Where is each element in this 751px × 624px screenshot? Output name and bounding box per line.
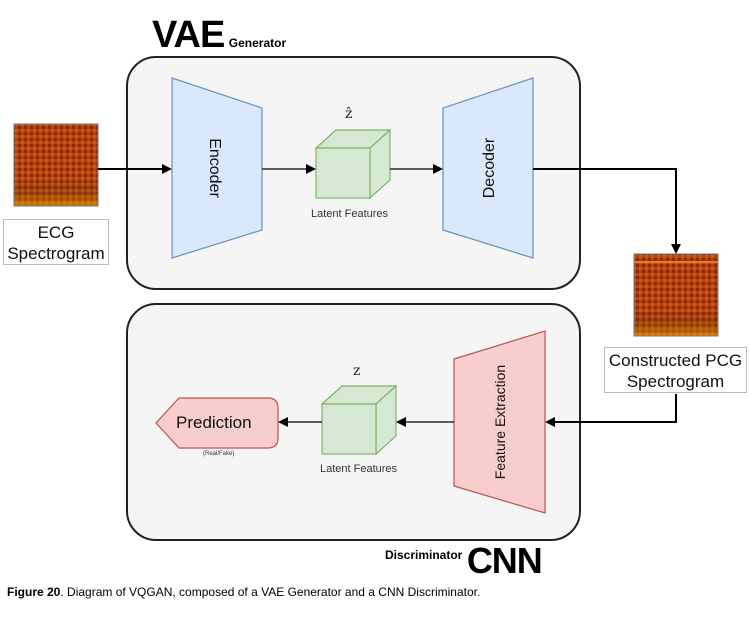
generator-subtitle: Generator [228, 36, 287, 50]
latent-symbol-discriminator: z [353, 363, 361, 379]
prediction-block [155, 397, 279, 449]
latent-label-discriminator: Latent Features [320, 463, 398, 475]
encoder-block [171, 77, 263, 259]
ecg-spectrogram-image [13, 123, 99, 207]
latent-label-generator: Latent Features [311, 208, 389, 220]
feature-extraction-label: Feature Extraction [492, 364, 508, 480]
arrow-decoder-to-output [533, 168, 681, 254]
generator-title: VAE [152, 14, 225, 56]
discriminator-subtitle: Discriminator [385, 548, 463, 562]
prediction-label: Prediction [176, 413, 252, 432]
discriminator-title: CNN [466, 540, 543, 581]
decoder-label: Decoder [481, 137, 498, 199]
caption-text: . Diagram of VQGAN, composed of a VAE Ge… [60, 585, 481, 599]
caption-label: Figure 20 [7, 585, 61, 599]
figure-caption: Figure 20. Diagram of VQGAN, composed of… [7, 585, 480, 599]
output-label-line2: Spectrogram [626, 372, 725, 391]
pcg-spectrogram-image [633, 253, 719, 337]
output-label-line1: Constructed PCG [608, 351, 743, 370]
input-label-line2: Spectrogram [7, 244, 105, 263]
generator-title-group: VAE Generator [152, 14, 286, 57]
encoder-label: Encoder [206, 138, 223, 198]
input-label-line1: ECG [37, 223, 75, 242]
output-label-box: Constructed PCG Spectrogram [604, 347, 747, 393]
discriminator-title-group: Discriminator CNN [385, 540, 543, 590]
latent-cube-discriminator [320, 384, 398, 456]
input-label-box: ECG Spectrogram [3, 219, 109, 265]
feature-extraction-block [453, 330, 546, 514]
prediction-sublabel: (Real/Fake) [203, 451, 235, 457]
decoder-block [442, 77, 534, 259]
latent-symbol-generator: ẑ [345, 106, 353, 122]
arrow-output-to-discriminator [545, 394, 677, 427]
latent-cube-generator [314, 128, 392, 200]
